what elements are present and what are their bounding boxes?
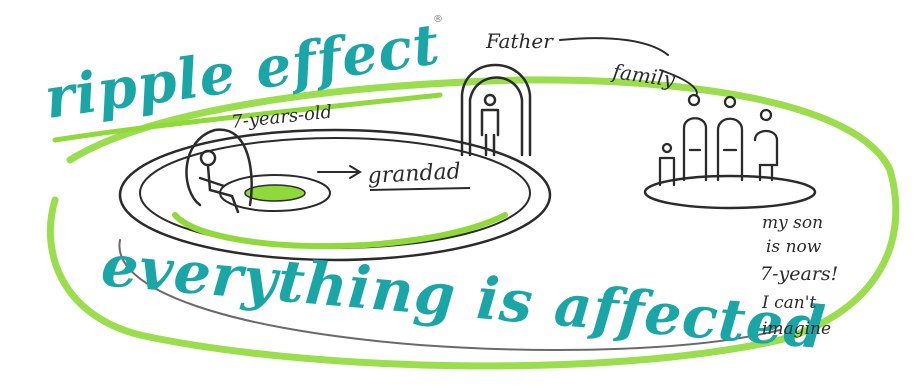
- ripple-ring-outer: [118, 128, 552, 262]
- side-note-line: my son: [762, 213, 823, 233]
- family-pointer-line: [659, 69, 698, 97]
- family-figures-icon: [658, 93, 779, 187]
- seated-figure-icon: [185, 128, 253, 214]
- side-note-line: I can't: [761, 293, 816, 313]
- headline-everything-is-affected: everything is affected: [99, 231, 829, 362]
- family-platform: [643, 174, 817, 210]
- label-family: family: [609, 59, 677, 92]
- side-note-line: imagine: [762, 319, 831, 339]
- father-pointer-line: [559, 37, 669, 56]
- side-note-line: is now: [766, 237, 822, 257]
- arrow-to-grandad-icon: [317, 165, 362, 179]
- side-note-line: 7-years!: [760, 263, 838, 285]
- label-father: Father: [485, 29, 554, 53]
- ripple-ring-green: [172, 212, 508, 250]
- ripple-center: [244, 184, 306, 202]
- label-grandad: grandad: [367, 159, 461, 189]
- father-figure-icon: [460, 63, 532, 157]
- outer-ripple-ring-inner: [118, 239, 781, 351]
- side-note: my son is now 7-years! I can't imagine: [760, 213, 838, 339]
- title-underline: [52, 92, 443, 143]
- registered-mark: ®: [433, 14, 443, 25]
- grandad-underline: [369, 187, 471, 191]
- outer-ripple-ring: [46, 76, 900, 370]
